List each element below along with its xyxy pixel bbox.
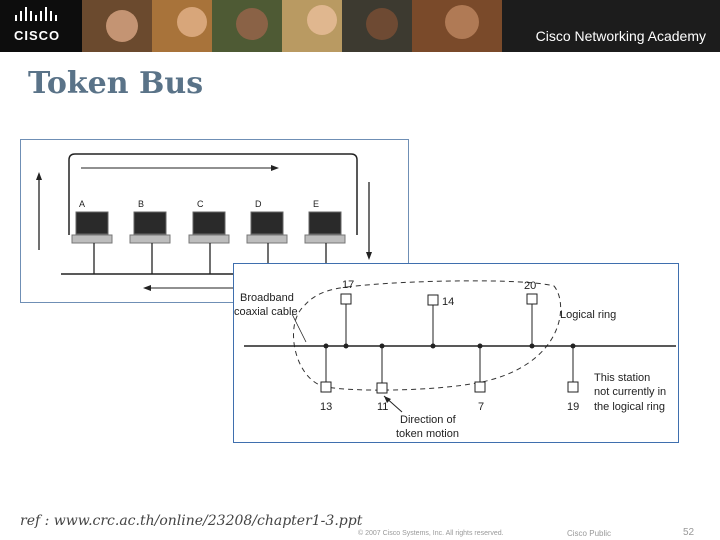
bottom-station-11: 11 [376,343,388,413]
logical-ring-label: Logical ring [560,309,616,321]
broadband-label: Broadband [240,292,294,304]
copyright-text: © 2007 Cisco Systems, Inc. All rights re… [358,530,504,537]
logo-text: CISCO [14,28,61,43]
top-station-20: 20 [524,280,538,349]
svg-text:7: 7 [478,401,484,413]
photo-strip [82,0,502,52]
page-number: 52 [683,527,695,538]
logical-ring-diagram: 17 14 20 13 11 [233,263,679,443]
svg-text:19: 19 [567,401,579,413]
cisco-bars-icon [15,7,57,21]
header-banner: CISCO Cisco Networking Academy [0,0,720,52]
direction-label-line2: token motion [396,428,459,440]
cisco-logo: CISCO [0,0,82,52]
reference-text: ref : www.crc.ac.th/online/23208/chapter… [20,513,363,529]
station-note-line3: the logical ring [594,401,665,413]
station-label: D [255,199,262,209]
classification-text: Cisco Public [567,529,612,538]
bottom-station-19: 19 [567,343,579,413]
station-c: C [188,199,230,274]
page-title: Token Bus [28,66,204,101]
station-label: B [138,199,144,209]
bottom-station-13: 13 [320,343,332,413]
top-station-17: 17 [340,279,354,349]
top-station-14: 14 [427,294,454,349]
station-a: A [71,199,113,274]
station-label: C [197,199,204,209]
station-e: E [304,199,346,274]
svg-text:20: 20 [524,280,536,292]
station-label: A [79,199,85,209]
coax-label: coaxial cable [234,306,298,318]
svg-text:14: 14 [442,296,454,308]
logical-ring-svg: 17 14 20 13 11 [234,279,676,440]
station-b: B [129,199,171,274]
station-note-line2: not currently in [594,386,666,398]
svg-text:11: 11 [377,401,388,413]
bottom-station-7: 7 [474,343,486,413]
station-note-line1: This station [594,372,650,384]
direction-label-line1: Direction of [400,414,457,426]
station-label: E [313,199,319,209]
academy-text: Cisco Networking Academy [535,28,706,44]
logical-ring-path [293,280,562,391]
svg-text:17: 17 [342,279,354,291]
svg-text:13: 13 [320,401,332,413]
